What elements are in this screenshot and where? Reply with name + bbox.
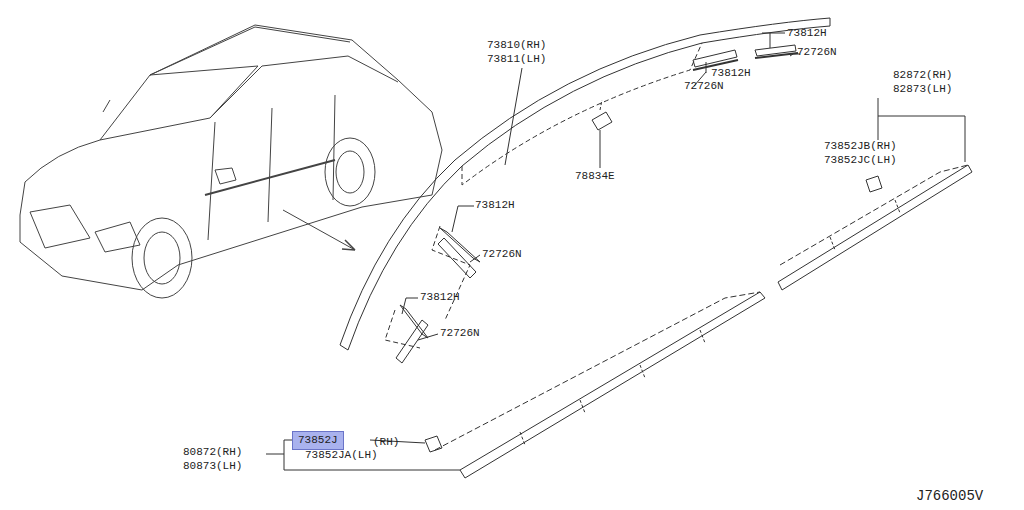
drawing-number: J766005V [916,488,983,504]
highlight-box: 73852J [292,431,344,450]
label-slot: 72726N [797,46,837,59]
clips [396,45,798,363]
part-number: 73812H [787,27,827,40]
part-number: 80872(RH) [183,446,242,459]
label-slot: 82872(RH) [893,69,952,82]
part-number: 72726N [684,80,724,93]
part-number: 82873(LH) [893,83,952,96]
label-slot: J766005V [916,488,983,504]
label-slot: 73810(RH) [487,39,546,52]
part-number: 73852JA(LH) [305,449,378,462]
part-number: 82872(RH) [893,69,952,82]
part-number: (RH) [373,436,399,449]
label-slot: 73812H [787,27,827,40]
part-number: 72726N [797,46,837,59]
leader-lines [266,33,965,470]
door-moldings [425,165,972,478]
label-slot: 73852JB(RH) [824,140,897,153]
part-number: 73852JC(LH) [824,154,897,167]
label-slot: 80872(RH) [183,446,242,459]
part-number: 73852J [298,434,338,447]
label-slot: 73811(LH) [487,53,546,66]
part-number: 73812H [420,291,460,304]
part-number: 73810(RH) [487,39,546,52]
label-slot: (RH) [373,436,399,449]
part-number: 78834E [575,170,615,183]
label-slot: 73812H [475,199,515,212]
roof-molding [340,18,830,350]
part-number: 73811(LH) [487,53,546,66]
part-number: 72726N [482,248,522,261]
part-number: 73812H [711,67,751,80]
label-slot: 73812H [420,291,460,304]
label-slot: 78834E [575,170,615,183]
label-slot: 72726N [482,248,522,261]
label-slot: 82873(LH) [893,83,952,96]
label-slot: 73812H [711,67,751,80]
label-slot: 72726N [440,327,480,340]
label-slot: 73852JC(LH) [824,154,897,167]
label-slot: 73852JA(LH) [305,449,378,462]
car-sketch [20,25,442,298]
part-number: 80873(LH) [183,460,242,473]
label-slot: 80873(LH) [183,460,242,473]
part-number: 73812H [475,199,515,212]
label-slot: 72726N [684,80,724,93]
part-number: 72726N [440,327,480,340]
part-number: 73852JB(RH) [824,140,897,153]
